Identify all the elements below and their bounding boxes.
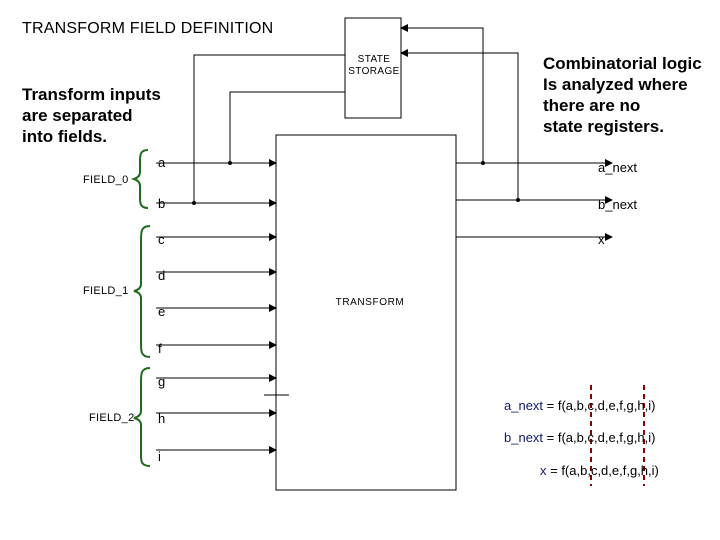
- field-label: FIELD_2: [89, 412, 135, 424]
- note-line: state registers.: [543, 117, 664, 136]
- output-label-a-next: a_next: [598, 160, 637, 175]
- note-line: are separated: [22, 106, 133, 125]
- equation-b-next: b_next = f(a,b,c,d,e,f,g,h,i): [504, 430, 655, 445]
- transform-label: TRANSFORM: [336, 297, 405, 308]
- state-storage-label: STORAGE: [348, 66, 400, 77]
- field-1-brace: [133, 225, 151, 358]
- state-storage-label: STATE: [358, 54, 391, 65]
- field-label: FIELD_0: [83, 174, 129, 186]
- input-label-d: d: [158, 268, 165, 283]
- note-line: Transform inputs: [22, 85, 161, 104]
- input-label-b: b: [158, 196, 165, 211]
- input-label-f: f: [158, 341, 162, 356]
- note-line: into fields.: [22, 127, 107, 146]
- note-line: Combinatorial logic: [543, 54, 702, 73]
- equation-rhs: = f(a,b,c,d,e,f,g,h,i): [543, 398, 655, 413]
- feedback-wire-a-next: [400, 24, 484, 163]
- note-line: Is analyzed where: [543, 75, 688, 94]
- equation-lhs: x: [540, 463, 547, 478]
- junction-dot: [481, 161, 485, 165]
- equation-lhs: a_next: [504, 398, 543, 413]
- output-label-x: x: [598, 232, 605, 247]
- feedback-wire-b-next: [400, 49, 519, 200]
- field-label: FIELD_1: [83, 285, 129, 297]
- state-wire-b: [193, 54, 345, 203]
- equation-rhs: = f(a,b,c,d,e,f,g,h,i): [547, 463, 659, 478]
- equation-rhs: = f(a,b,c,d,e,f,g,h,i): [543, 430, 655, 445]
- combinatorial-logic-note: Combinatorial logic Is analyzed where th…: [543, 53, 718, 137]
- transform-block: [275, 134, 457, 491]
- input-label-g: g: [158, 374, 165, 389]
- input-label-e: e: [158, 304, 165, 319]
- input-label-i: i: [158, 449, 161, 464]
- page-title: TRANSFORM FIELD DEFINITION: [22, 20, 274, 37]
- equation-x: x = f(a,b,c,d,e,f,g,h,i): [540, 463, 659, 478]
- field-2-brace: [133, 367, 151, 467]
- output-label-b-next: b_next: [598, 197, 637, 212]
- note-line: there are no: [543, 96, 641, 115]
- input-label-h: h: [158, 411, 165, 426]
- junction-dot: [516, 198, 520, 202]
- field-0-brace: [130, 149, 149, 209]
- transform-inputs-note: Transform inputs are separated into fiel…: [22, 84, 192, 147]
- input-label-c: c: [158, 232, 165, 247]
- equation-lhs: b_next: [504, 430, 543, 445]
- equation-a-next: a_next = f(a,b,c,d,e,f,g,h,i): [504, 398, 655, 413]
- state-wire-a: [229, 91, 345, 163]
- state-storage-block: [344, 17, 402, 119]
- input-label-a: a: [158, 155, 166, 170]
